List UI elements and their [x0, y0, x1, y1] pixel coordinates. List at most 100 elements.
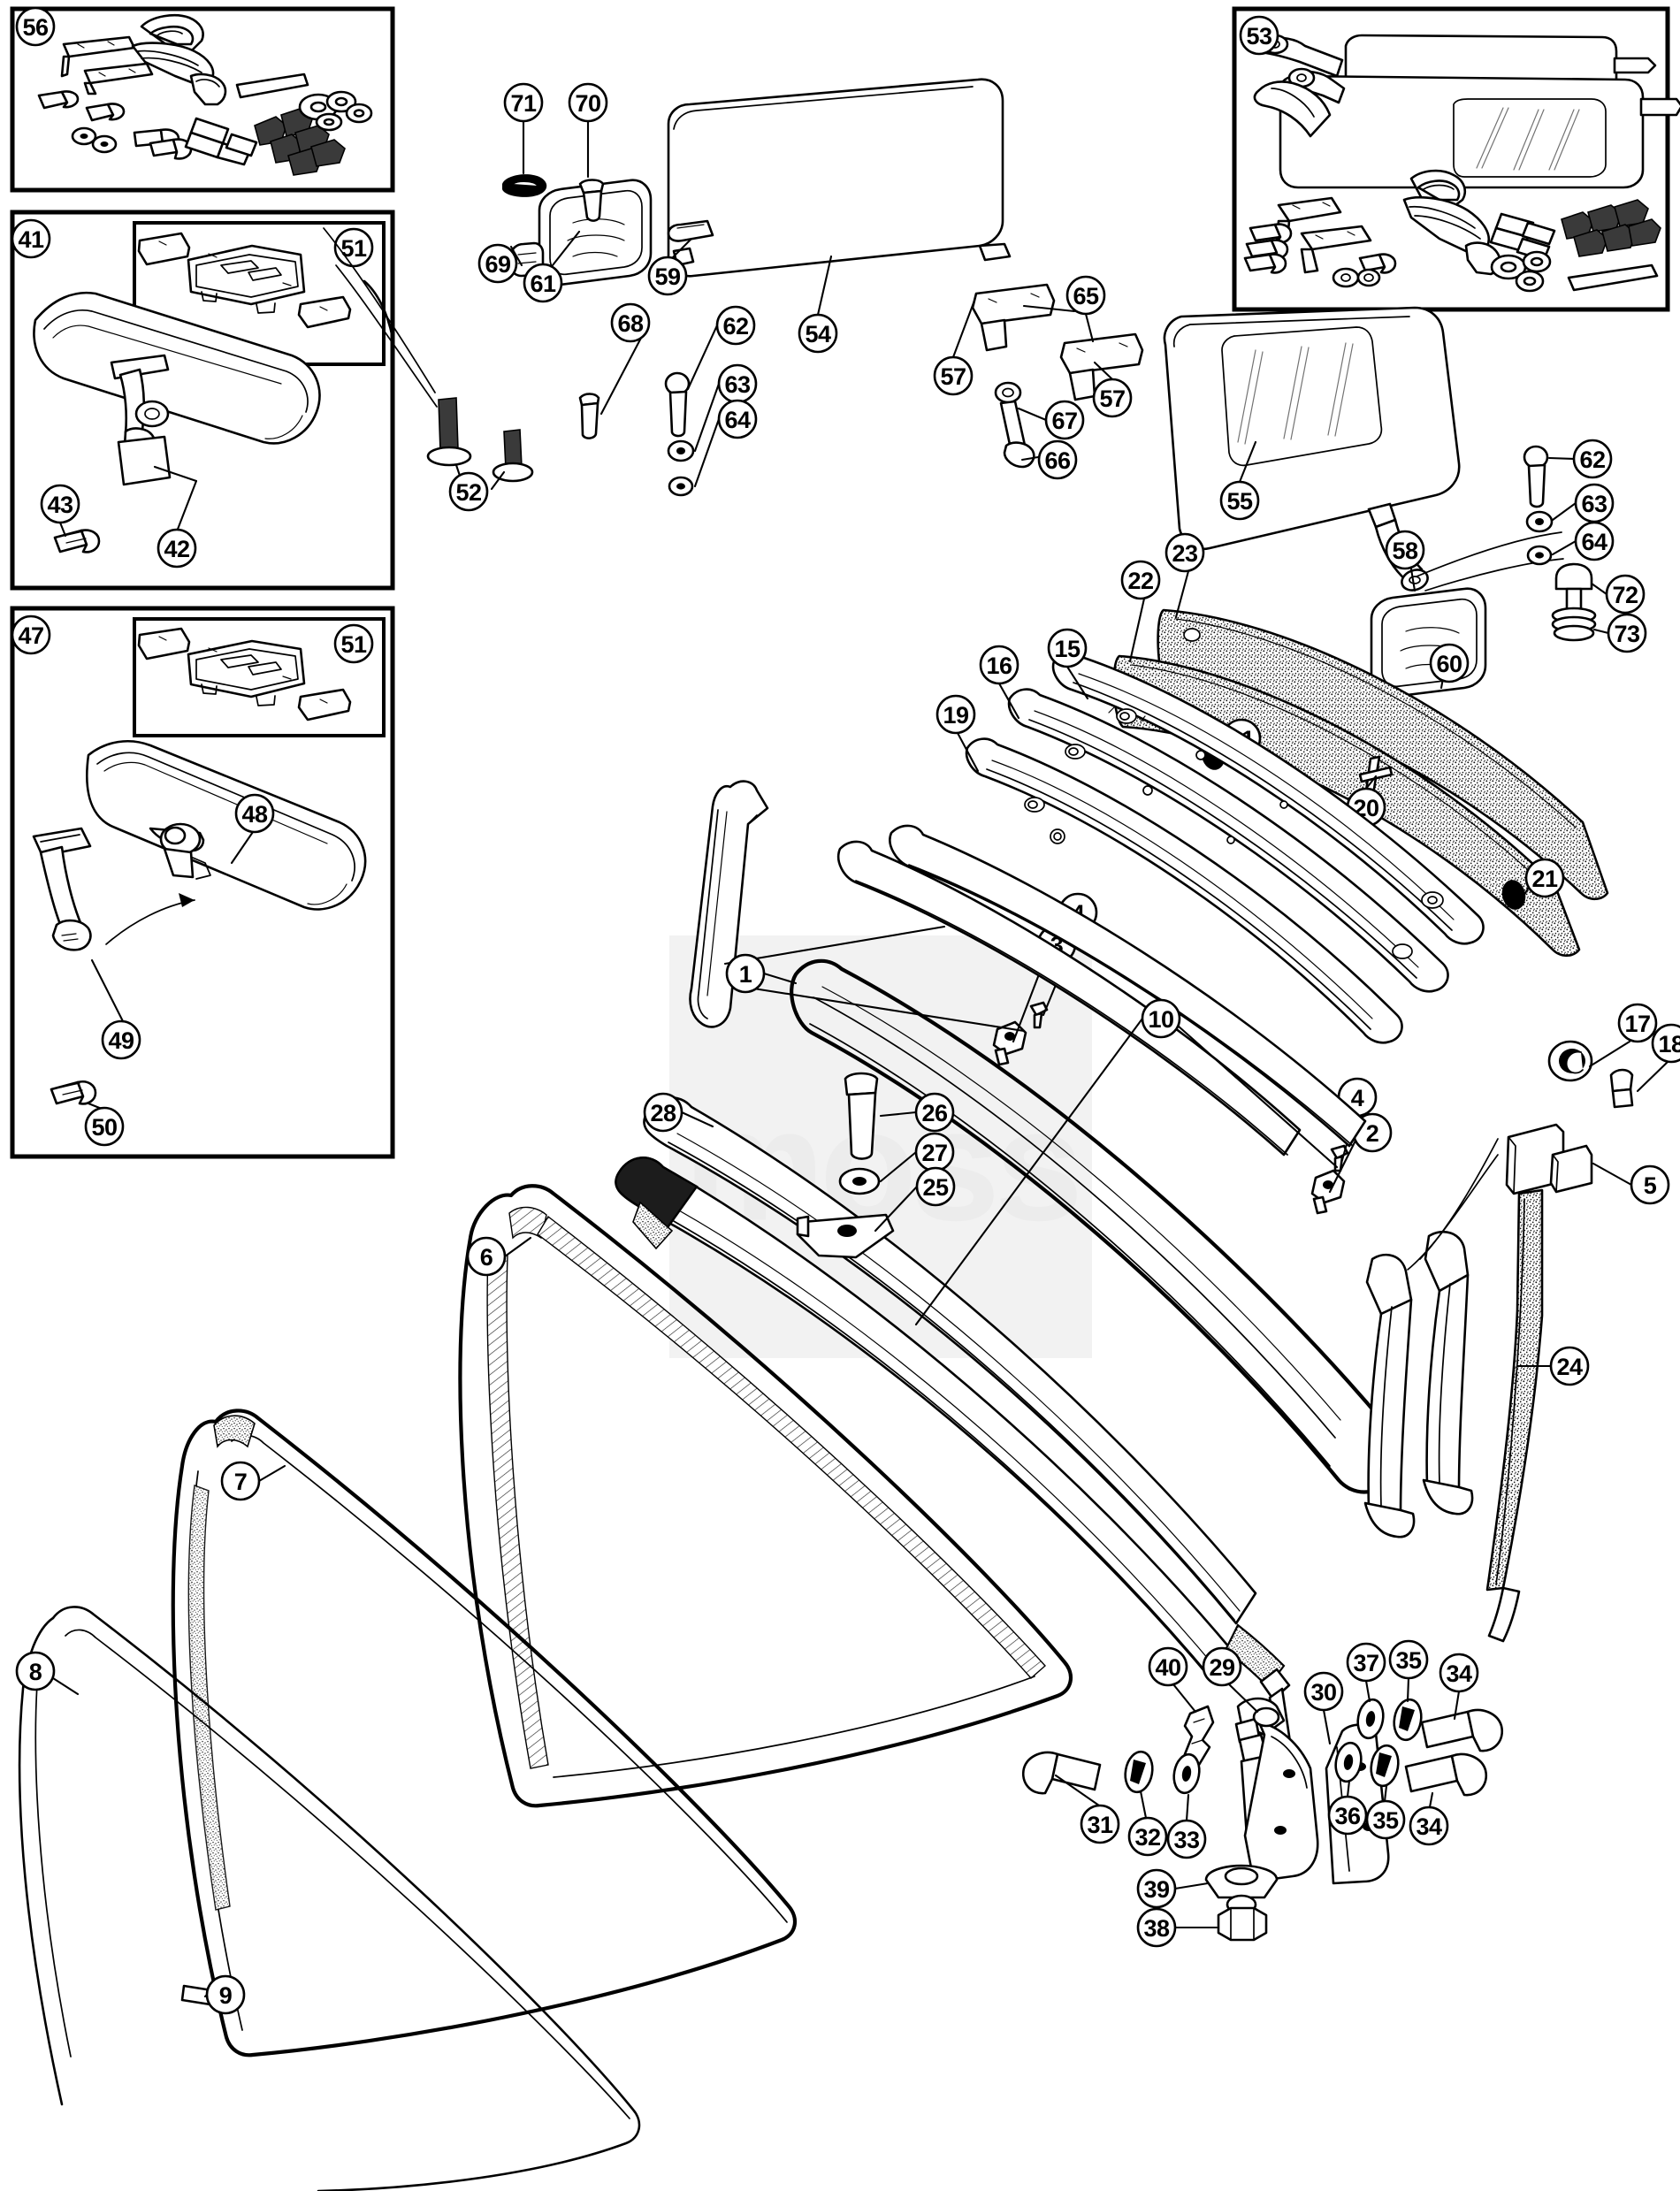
callout-52: 52	[448, 471, 489, 512]
inset-box-47: 47 51 48 49 50	[10, 606, 395, 1159]
svg-text:62: 62	[1579, 447, 1605, 473]
callout-27: 27	[914, 1132, 955, 1172]
inset-box-56: 56	[10, 6, 395, 193]
callout-71: 71	[503, 82, 544, 123]
svg-text:56: 56	[22, 14, 49, 41]
svg-text:38: 38	[1143, 1915, 1170, 1942]
callout-51-a: 51	[333, 227, 374, 268]
callout-21-lower: 21	[1524, 858, 1565, 898]
svg-text:5: 5	[1644, 1172, 1657, 1199]
svg-text:60: 60	[1436, 651, 1462, 677]
callout-19: 19	[935, 694, 976, 735]
callout-32: 32	[1127, 1816, 1168, 1857]
svg-text:34: 34	[1446, 1660, 1472, 1687]
svg-text:61: 61	[530, 271, 556, 297]
callout-6: 6	[466, 1236, 507, 1277]
svg-text:33: 33	[1173, 1827, 1200, 1853]
svg-text:37: 37	[1353, 1650, 1378, 1676]
callout-56: 56	[15, 6, 56, 47]
svg-text:23: 23	[1172, 540, 1198, 567]
sun-visor-lh-group: 71 70 69 61 59 68 62 63 64 54 57 65 67 6…	[477, 78, 1144, 497]
callout-30: 30	[1303, 1671, 1344, 1712]
callout-35-lower: 35	[1365, 1799, 1406, 1840]
svg-text:22: 22	[1127, 568, 1153, 594]
svg-text:49: 49	[108, 1027, 134, 1054]
svg-text:39: 39	[1143, 1876, 1170, 1903]
svg-text:73: 73	[1614, 621, 1640, 647]
pivot-hardware-cluster: 40 29 30 37 35 34 31 32 33 36 35 34 39 3…	[1021, 1639, 1504, 1948]
svg-text:53: 53	[1246, 23, 1272, 50]
svg-text:35: 35	[1395, 1647, 1422, 1674]
callout-31: 31	[1080, 1804, 1120, 1844]
callout-38: 38	[1136, 1907, 1177, 1948]
callout-47: 47	[11, 615, 51, 655]
svg-text:1: 1	[739, 961, 752, 988]
svg-text:2: 2	[1366, 1120, 1379, 1147]
svg-text:9: 9	[219, 1982, 233, 2009]
callout-69: 69	[477, 243, 518, 284]
svg-text:26: 26	[921, 1100, 948, 1126]
callout-41: 41	[11, 218, 51, 259]
svg-text:63: 63	[724, 371, 751, 398]
svg-text:63: 63	[1581, 491, 1607, 517]
svg-text:66: 66	[1044, 447, 1071, 474]
svg-text:4: 4	[1351, 1085, 1364, 1111]
svg-text:18: 18	[1658, 1031, 1680, 1057]
callout-5: 5	[1630, 1164, 1670, 1205]
callout-37: 37	[1346, 1642, 1386, 1683]
callout-15: 15	[1047, 628, 1088, 668]
svg-text:67: 67	[1051, 408, 1077, 434]
callout-58: 58	[1385, 530, 1425, 570]
svg-text:64: 64	[1581, 529, 1607, 555]
callout-72: 72	[1605, 574, 1646, 615]
svg-text:6: 6	[480, 1244, 493, 1271]
callout-62-lh: 62	[715, 305, 756, 346]
svg-text:42: 42	[164, 536, 189, 562]
callout-66: 66	[1037, 439, 1078, 480]
svg-text:35: 35	[1372, 1807, 1399, 1834]
svg-text:48: 48	[241, 801, 268, 828]
svg-text:57: 57	[940, 363, 966, 390]
callout-50: 50	[84, 1106, 125, 1147]
callout-26: 26	[914, 1092, 955, 1133]
svg-text:59: 59	[654, 263, 681, 290]
callout-65: 65	[1065, 275, 1106, 316]
inset-box-53: 53	[1232, 6, 1680, 312]
svg-text:10: 10	[1148, 1006, 1173, 1033]
callout-62-rh: 62	[1572, 439, 1613, 479]
svg-text:30: 30	[1310, 1679, 1336, 1706]
svg-text:24: 24	[1556, 1354, 1583, 1380]
svg-text:32: 32	[1134, 1824, 1160, 1851]
svg-text:19: 19	[943, 702, 969, 729]
callout-35-upper: 35	[1388, 1639, 1429, 1680]
callout-10: 10	[1141, 998, 1181, 1039]
callout-68: 68	[610, 302, 651, 343]
svg-text:72: 72	[1612, 582, 1638, 608]
svg-text:54: 54	[805, 321, 831, 347]
svg-text:31: 31	[1087, 1812, 1113, 1838]
svg-text:50: 50	[91, 1114, 117, 1141]
windscreen-rubber-seal: 7	[171, 1408, 798, 2057]
svg-text:28: 28	[650, 1100, 676, 1126]
svg-text:25: 25	[922, 1174, 949, 1201]
windscreen-header-rails: 15 16 19 3 4 2 4 17 18	[935, 628, 1680, 1215]
svg-text:16: 16	[986, 653, 1012, 679]
callout-67: 67	[1044, 400, 1085, 440]
callout-63-lh: 63	[717, 363, 758, 404]
callout-34-lower: 34	[1409, 1805, 1449, 1846]
callout-36: 36	[1327, 1795, 1368, 1836]
callout-60: 60	[1429, 643, 1470, 683]
callout-1: 1	[725, 953, 766, 994]
callout-23: 23	[1165, 532, 1205, 573]
callout-25: 25	[915, 1166, 956, 1207]
callout-70: 70	[568, 82, 608, 123]
callout-43: 43	[40, 484, 80, 524]
callout-8: 8	[15, 1651, 56, 1691]
callout-40: 40	[1148, 1646, 1188, 1687]
windscreen-frame-group: 1 28 26 27 25 10 5 24	[615, 780, 1670, 1788]
callout-17: 17	[1617, 1003, 1658, 1043]
callout-63-rh: 63	[1574, 483, 1615, 523]
callout-54: 54	[798, 313, 838, 354]
